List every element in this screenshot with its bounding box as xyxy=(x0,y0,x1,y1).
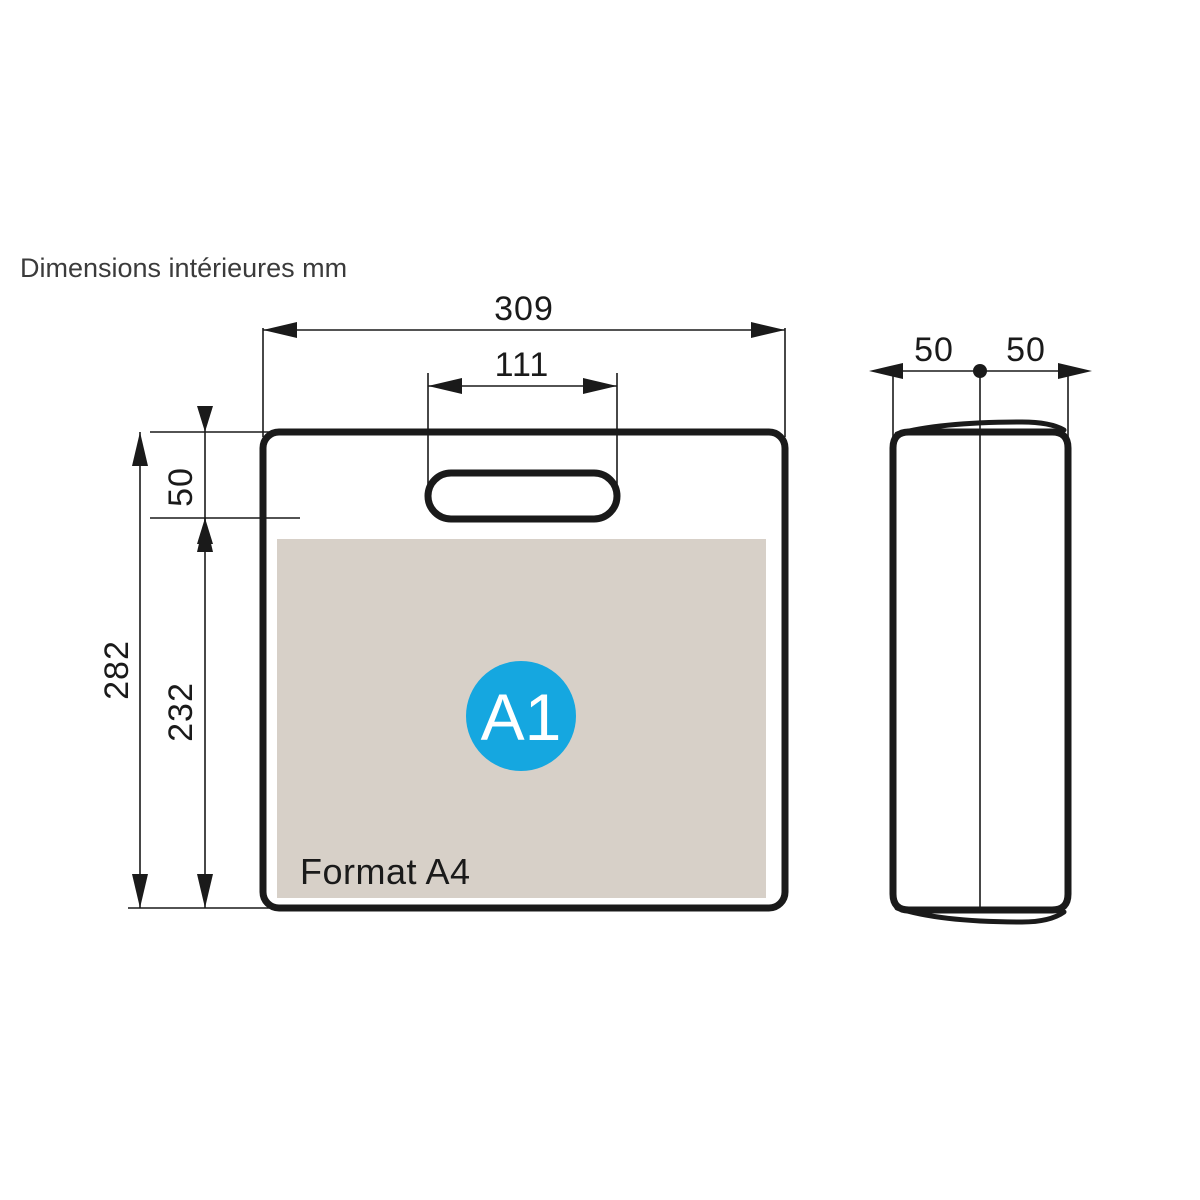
side-view-extension-lines xyxy=(892,370,1069,912)
dimension-label-depth-right-50: 50 xyxy=(1006,331,1046,369)
dimension-height-50: 50 xyxy=(162,406,213,544)
format-a4-label: Format A4 xyxy=(300,851,471,892)
dimension-label-width-309: 309 xyxy=(494,290,554,328)
front-view-extension-lines xyxy=(128,328,786,909)
dimension-height-232: 232 xyxy=(162,518,213,908)
dimension-depth-50-left: 50 xyxy=(869,331,980,379)
dimension-label-handle-111: 111 xyxy=(495,346,550,384)
dimension-depth-50-right: 50 xyxy=(980,331,1092,379)
dimension-label-height-282: 282 xyxy=(98,640,136,700)
a4-sheet-labels: A1 Format A4 xyxy=(300,661,576,892)
dimension-height-282: 282 xyxy=(98,432,148,908)
a1-badge-label: A1 xyxy=(481,680,562,754)
dimension-width-309: 309 xyxy=(263,290,785,338)
handle-cutout xyxy=(424,469,621,523)
side-view-bottom-lip xyxy=(894,905,1067,925)
side-view-case xyxy=(889,419,1072,925)
case-outline xyxy=(259,428,789,912)
center-point-marker xyxy=(973,364,987,378)
drawing-title: Dimensions intérieures mm xyxy=(20,253,347,283)
dimension-handle-111: 111 xyxy=(428,346,617,394)
dimension-label-height-232: 232 xyxy=(162,682,200,742)
dimension-label-height-50: 50 xyxy=(162,467,200,507)
dimension-label-depth-left-50: 50 xyxy=(914,331,954,369)
side-view-top-lip xyxy=(894,419,1067,437)
a1-badge-circle xyxy=(466,661,576,771)
